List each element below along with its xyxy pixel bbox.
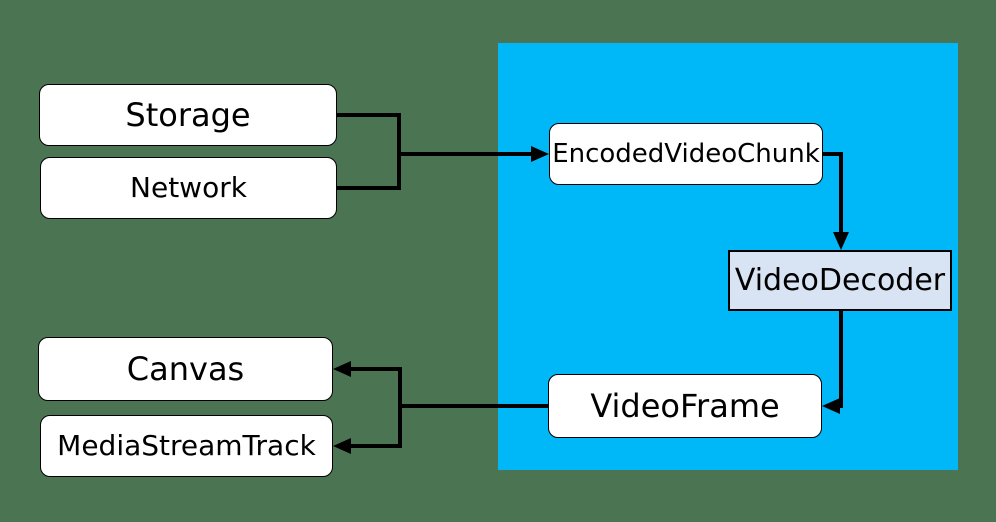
connector-video-frame-out xyxy=(398,404,548,408)
encoded-video-chunk-node: EncodedVideoChunk xyxy=(549,123,823,185)
connector-network-out xyxy=(337,186,401,190)
video-frame-node: VideoFrame xyxy=(548,374,822,438)
arrowhead-into-canvas xyxy=(333,361,351,377)
connector-down-to-video-decoder xyxy=(839,152,843,234)
arrowhead-into-encoded-video-chunk xyxy=(531,146,549,162)
storage-node: Storage xyxy=(39,84,337,146)
video-decoder-node: VideoDecoder xyxy=(728,250,952,311)
connector-video-decoder-out xyxy=(839,311,843,408)
connector-input-join xyxy=(397,113,401,190)
connector-to-media-stream-track xyxy=(349,444,402,448)
arrowhead-into-media-stream-track xyxy=(333,438,351,454)
arrowhead-into-video-decoder xyxy=(833,232,849,250)
connector-storage-out xyxy=(337,113,401,117)
node-label: VideoDecoder xyxy=(734,262,946,298)
connector-to-canvas xyxy=(349,367,402,371)
arrowhead-into-video-frame xyxy=(822,398,840,414)
connector-to-encoded-video-chunk xyxy=(397,152,533,156)
node-label: MediaStreamTrack xyxy=(57,429,316,462)
canvas-node: Canvas xyxy=(38,337,333,401)
node-label: EncodedVideoChunk xyxy=(552,139,820,169)
connector-encoded-video-chunk-out xyxy=(823,152,843,156)
node-label: Canvas xyxy=(126,350,245,388)
node-label: VideoFrame xyxy=(590,387,780,425)
media-stream-track-node: MediaStreamTrack xyxy=(40,415,333,477)
connector-output-join xyxy=(398,367,402,448)
node-label: Network xyxy=(130,171,247,204)
network-node: Network xyxy=(40,157,337,219)
node-label: Storage xyxy=(125,96,251,134)
